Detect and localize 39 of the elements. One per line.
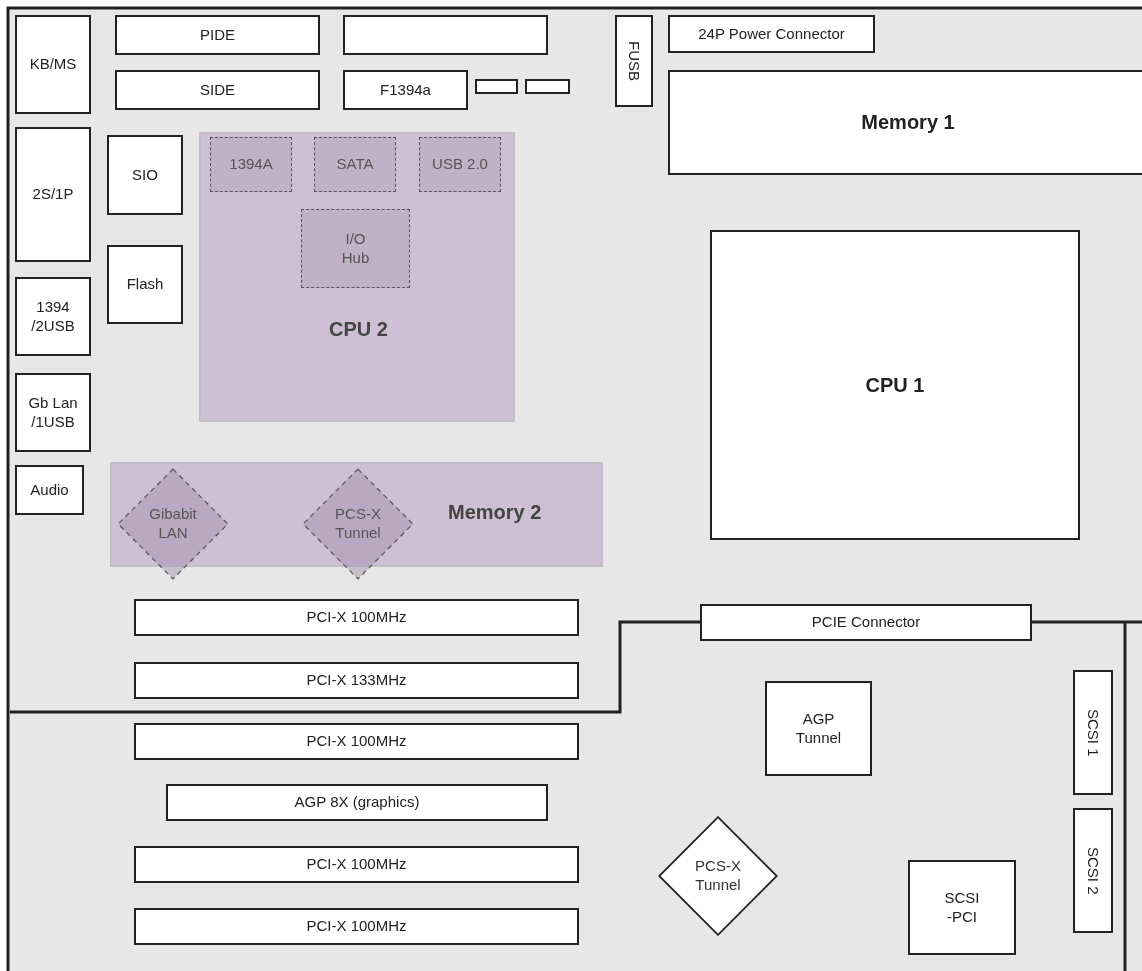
- cpu-area: [199, 132, 515, 422]
- expansion-slot: AGP 8X (graphics): [166, 784, 548, 821]
- expansion-slot: PCI-X 133MHz: [134, 662, 579, 699]
- expansion-slot: PCI-X 100MHz: [134, 599, 579, 636]
- scsi-connector: SCSI 1: [1073, 670, 1113, 795]
- chip-diamond: PCS-X Tunnel: [658, 816, 778, 936]
- small-header: [475, 79, 518, 94]
- connector-box: Gb Lan /1USB: [15, 373, 91, 452]
- small-header: [525, 79, 570, 94]
- chip-area: 1394A: [210, 137, 292, 192]
- chip-box: Flash: [107, 245, 183, 324]
- chip-box: AGP Tunnel: [765, 681, 872, 776]
- pcie-connector: PCIE Connector: [700, 604, 1032, 641]
- header-box: FUSB: [615, 15, 653, 107]
- scsi-connector: SCSI 2: [1073, 808, 1113, 933]
- connector-box: KB/MS: [15, 15, 91, 114]
- memory-label: Memory 2: [448, 500, 542, 525]
- memory-slot: Memory 1: [668, 70, 1142, 175]
- chip-box: SIO: [107, 135, 183, 215]
- chip-area: I/O Hub: [301, 209, 410, 288]
- power-connector: 24P Power Connector: [668, 15, 875, 53]
- ide-slot: SIDE: [115, 70, 320, 110]
- expansion-slot: PCI-X 100MHz: [134, 908, 579, 945]
- memory-area: [110, 462, 603, 567]
- connector-box: Audio: [15, 465, 84, 515]
- cpu-label: CPU 2: [329, 317, 388, 342]
- chip-area: SATA: [314, 137, 396, 192]
- chip-box: SCSI -PCI: [908, 860, 1016, 955]
- connector-box: 2S/1P: [15, 127, 91, 262]
- cpu-socket: CPU 1: [710, 230, 1080, 540]
- header-box: F1394a: [343, 70, 468, 110]
- expansion-slot: PCI-X 100MHz: [134, 846, 579, 883]
- chip-diamond: Gibabit LAN: [117, 468, 229, 580]
- chip-area: USB 2.0: [419, 137, 501, 192]
- chip-diamond: PCS-X Tunnel: [302, 468, 414, 580]
- slot: [343, 15, 548, 55]
- connector-box: 1394 /2USB: [15, 277, 91, 356]
- ide-slot: PIDE: [115, 15, 320, 55]
- expansion-slot: PCI-X 100MHz: [134, 723, 579, 760]
